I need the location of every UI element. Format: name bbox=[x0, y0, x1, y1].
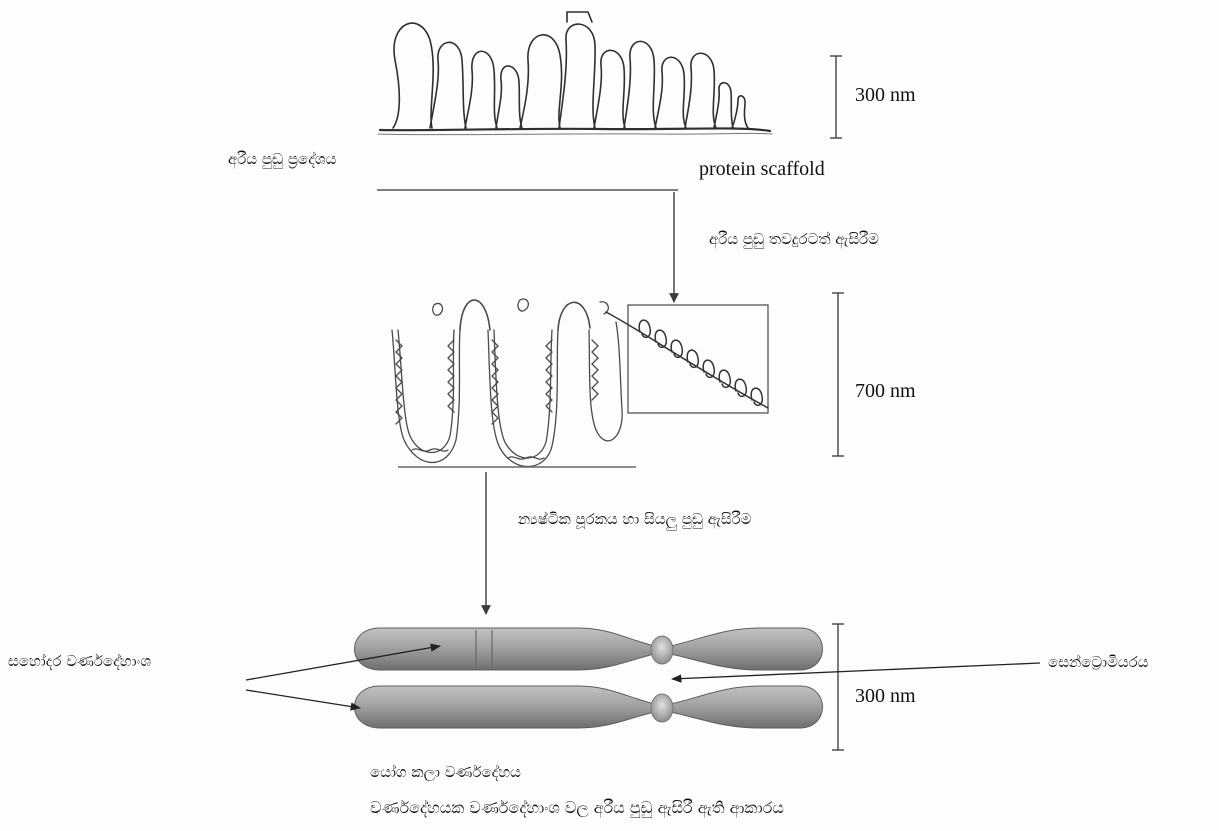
scale-bar-bottom bbox=[832, 624, 844, 750]
scale-label-top: 300 nm bbox=[855, 84, 916, 107]
scale-label-middle: 700 nm bbox=[855, 380, 916, 403]
metaphase-chromosome-label: යෝග කලා වර්ණදේහය bbox=[370, 763, 521, 781]
sister-chromatid-label: සහෝදර වර්ණදේහාංශ bbox=[8, 652, 151, 670]
chromatid-lower bbox=[355, 686, 823, 728]
metaphase-chromosome-drawing bbox=[355, 628, 823, 728]
figure-caption: වර්ණදේහයක වර්ණදේහාංශ වල අරීය පුඩු ඇසිරී … bbox=[370, 798, 784, 818]
centromere-lower bbox=[651, 694, 673, 722]
pointer-sister-lower bbox=[246, 690, 360, 708]
step-1-label: අරීය පුඩු තවදුරටත් ඇසිරීම bbox=[709, 230, 879, 248]
scale-bar-middle bbox=[832, 293, 844, 456]
centromere-upper bbox=[651, 636, 673, 664]
centromere-label: සෙන්ට්‍රොමියරය bbox=[1048, 653, 1149, 671]
radial-loops-drawing bbox=[378, 12, 772, 135]
step-2-label: න්‍යෂ්ටික පූරකය හා සියලු පුඩු ඇසිරීම bbox=[518, 510, 751, 528]
helix-loops-drawing bbox=[606, 312, 768, 408]
protein-scaffold-label: protein scaffold bbox=[699, 158, 825, 181]
scale-label-bottom: 300 nm bbox=[855, 685, 916, 708]
loop-region-label: අරීය පුඩු ප්‍රදේශය bbox=[228, 150, 336, 168]
coiled-loops-drawing bbox=[392, 299, 622, 467]
scale-bar-top bbox=[830, 56, 842, 138]
